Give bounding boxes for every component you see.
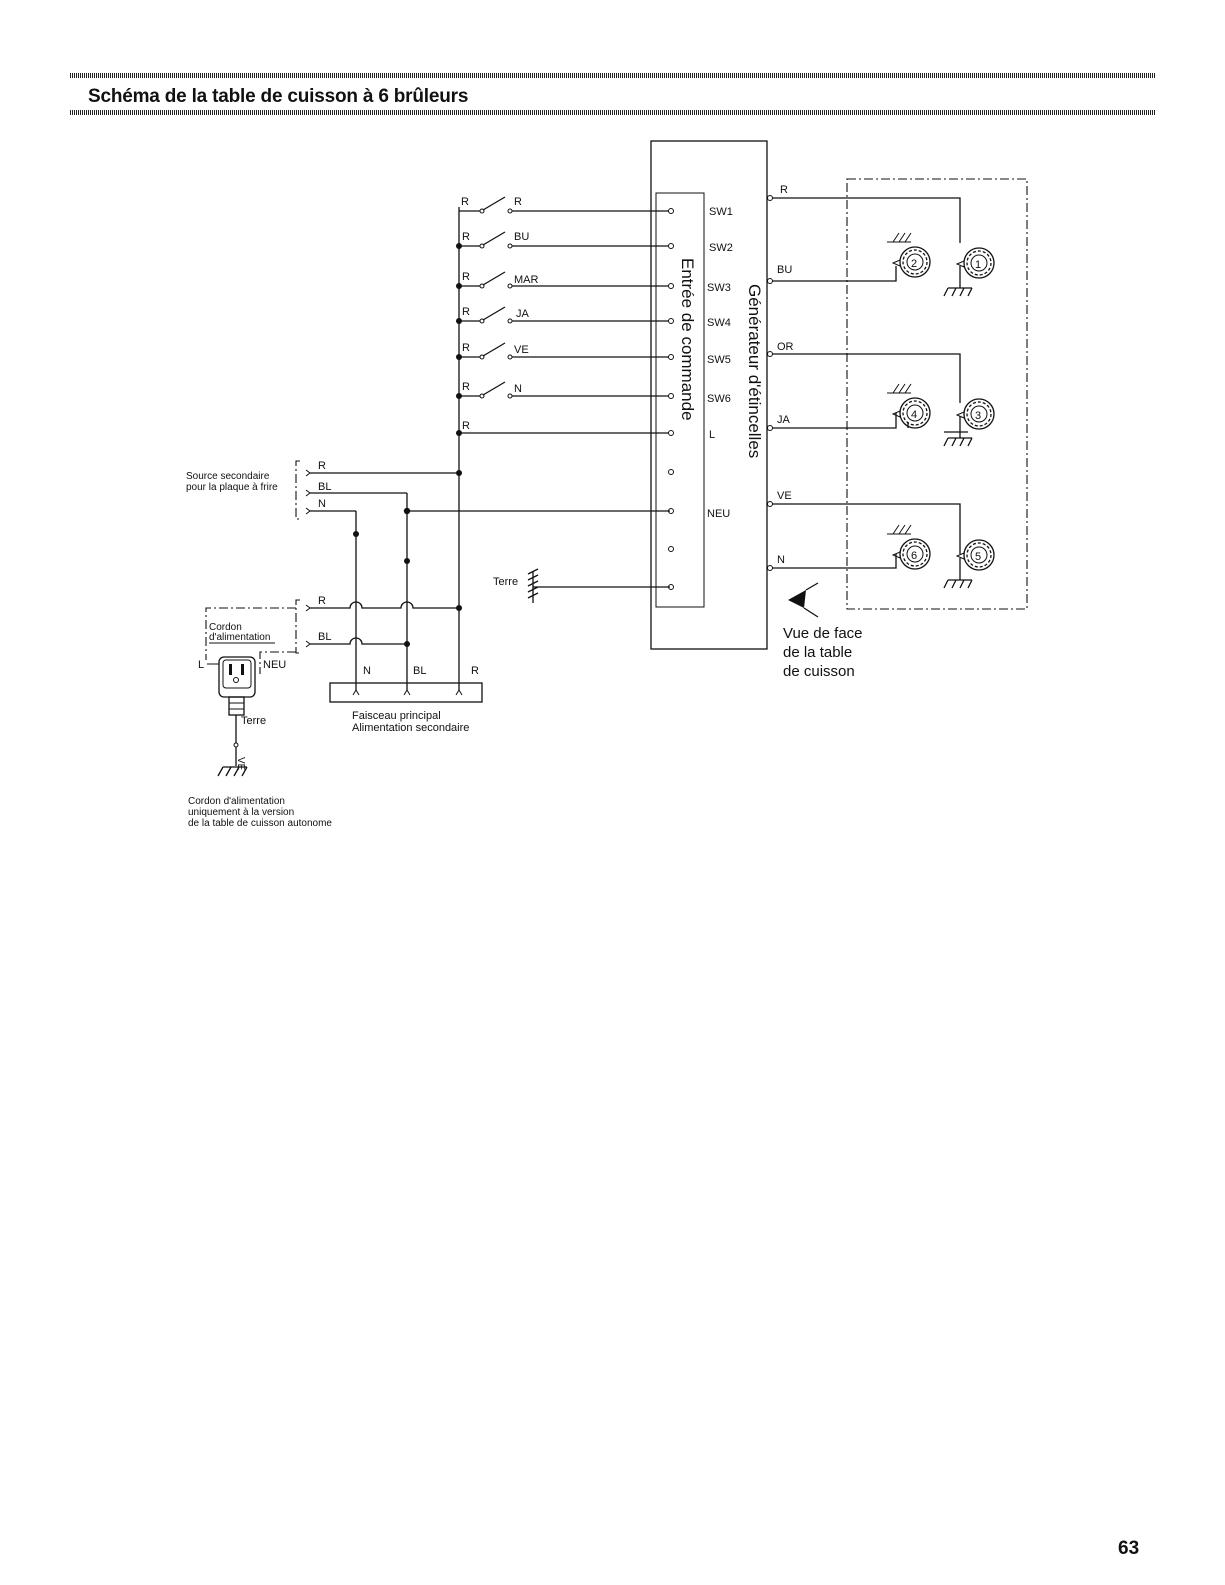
harness-label-1: Faisceau principal [352,710,441,722]
power-cord-label-1: Cordon [209,622,242,633]
spark-output-bu: BU [777,264,792,276]
view-direction-icon [788,582,819,618]
switch-5: R VE [456,342,670,360]
secondary-wire-n: N [318,498,326,510]
svg-text:2: 2 [911,258,917,270]
secondary-source-label-2: pour la plaque à frire [186,482,278,493]
power-cord-note-2: uniquement à la version [188,807,294,818]
burner-2: 2 [887,232,931,278]
spark-output-or: OR [777,341,794,353]
plug-right-label: NEU [263,659,286,671]
front-view-panel [846,178,1028,610]
page-title: Schéma de la table de cuisson à 6 brûleu… [88,86,469,107]
switch-2-out-label: BU [514,231,529,243]
switch-1: R R [459,196,670,214]
switch-4: R JA [456,306,670,324]
header-rule-top [70,73,1155,78]
control-input-title: Entrée de commande [678,258,697,421]
switch-3-in-label: R [462,271,470,283]
terminal-label-l: L [709,429,715,441]
power-cord-note-1: Cordon d'alimentation [188,796,285,807]
svg-text:4: 4 [911,409,917,421]
chassis-ground: Terre [493,568,670,603]
power-cord-label-2: d'alimentation [209,632,270,643]
harness-wire-bl: BL [413,665,426,677]
front-view-label-2: de la table [783,644,852,661]
spark-output-n: N [777,554,785,566]
svg-text:3: 3 [975,410,981,422]
svg-text:6: 6 [911,550,917,562]
control-input-terminal-points [668,208,674,590]
switch-3-out-label: MAR [514,274,539,286]
switch-2-in-label: R [462,231,470,243]
plug-left-label: L [198,659,204,671]
power-cord-note-3: de la table de cuisson autonome [188,818,332,829]
control-module: Entrée de commande Générateur d'étincell… [650,140,768,650]
switch-4-in-label: R [462,306,470,318]
plug-ground-label: Terre [241,715,266,727]
terminal-label-neu: NEU [707,508,730,520]
terminal-label-sw1: SW1 [709,206,733,218]
svg-text:1: 1 [975,259,981,271]
l-wire-label: R [462,420,470,432]
spark-output-ja: JA [777,414,791,426]
switch-6-out-label: N [514,383,522,395]
secondary-source-label-1: Source secondaire [186,471,270,482]
plug-ground-wire-label: VE [235,757,246,771]
switch-5-in-label: R [462,342,470,354]
burner-5: 5 [943,539,995,589]
burner-6: 6 [887,524,931,570]
front-view-label-1: Vue de face [783,625,863,642]
page-number: 63 [1118,1538,1140,1559]
control-input-terminals: SW1 SW2 SW3 SW4 SW5 SW6 L NEU [707,206,733,520]
front-view-label-3: de cuisson [783,663,855,680]
power-cord-wire-r: R [318,595,326,607]
harness-wire-n: N [363,665,371,677]
secondary-wire-r: R [318,460,326,472]
terminal-label-sw2: SW2 [709,242,733,254]
terminal-label-sw3: SW3 [707,282,731,294]
terminal-label-sw5: SW5 [707,354,731,366]
switch-1-out-label: R [514,196,522,208]
spark-output-ve: VE [777,490,792,502]
switch-bank: R R R BU R MAR [456,196,670,690]
harness-label-2: Alimentation secondaire [352,722,469,734]
ground-label: Terre [493,576,518,588]
main-harness: N BL R Faisceau principal Alimentation s… [329,665,483,734]
burner-1: 1 [943,247,995,297]
switch-6-in-label: R [462,381,470,393]
power-cord: Cordon d'alimentation R BL L NEU Terre [188,595,462,829]
terminal-label-sw4: SW4 [707,317,731,329]
spark-generator-title: Générateur d'étincelles [745,284,764,458]
burner-4: 4 [887,383,968,433]
spark-generator-outputs: R BU OR JA VE N [767,184,961,571]
burner-3: 3 [943,398,995,447]
secondary-wire-bl: BL [318,481,331,493]
power-cord-wire-bl: BL [318,631,331,643]
switch-1-in-label: R [461,196,469,208]
burners: 2 1 4 3 [887,232,995,589]
svg-text:5: 5 [975,551,981,563]
terminal-label-sw6: SW6 [707,393,731,405]
switch-6: R N [456,381,670,399]
secondary-source: Source secondaire pour la plaque à frire… [186,460,670,690]
power-plug [218,656,256,716]
switch-2: R BU [456,231,670,249]
spark-output-r: R [780,184,788,196]
switch-3: R MAR [456,271,670,289]
switch-4-out-label: JA [516,308,530,320]
harness-wire-r: R [471,665,479,677]
header-rule-bottom [70,110,1155,115]
switch-5-out-label: VE [514,344,529,356]
